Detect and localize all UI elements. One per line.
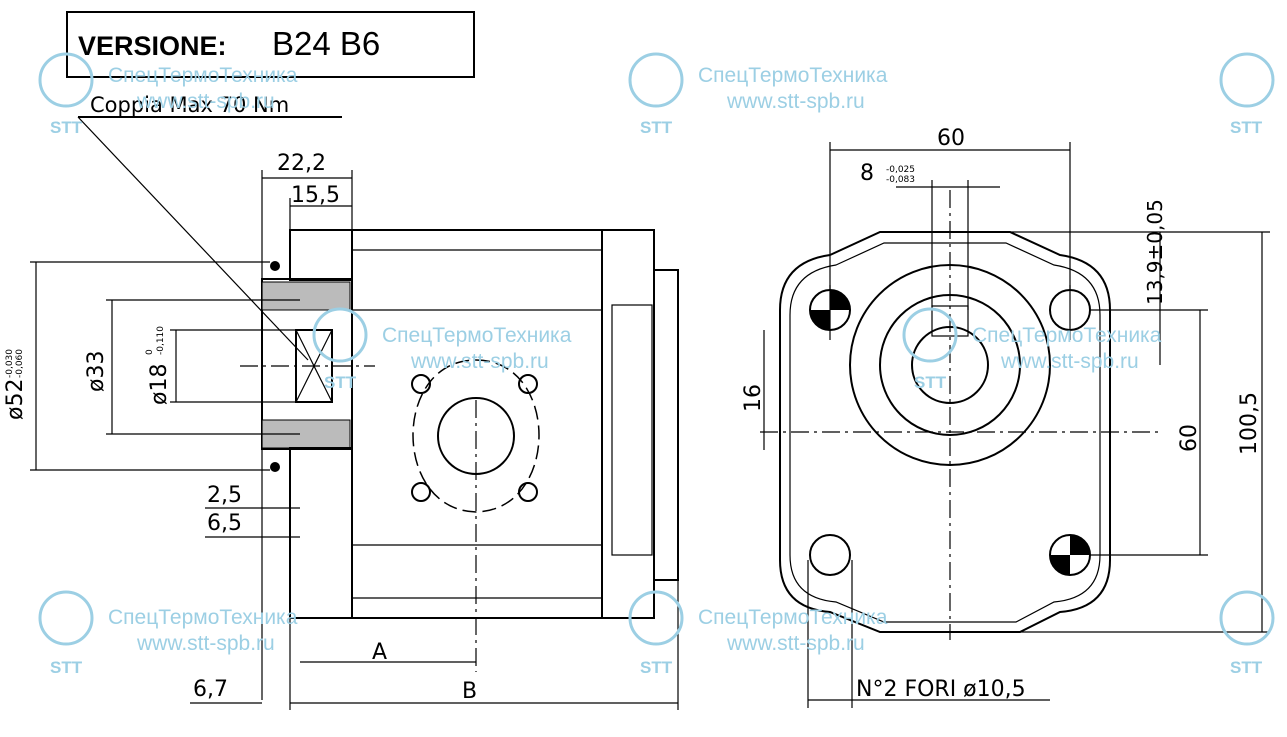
pump-body xyxy=(351,229,603,619)
watermark-logo-icon xyxy=(902,307,958,363)
watermark-logo-icon xyxy=(628,52,684,108)
watermark-logo-icon xyxy=(1219,52,1275,108)
hole-marker-br xyxy=(1050,535,1090,575)
dim-dia-52-tol-upper: -0,030 xyxy=(5,349,15,378)
version-value: B24 B6 xyxy=(272,25,380,62)
title-frame xyxy=(66,11,475,78)
dim-A: A xyxy=(372,640,387,665)
watermark-logo-icon xyxy=(38,590,94,646)
watermark-url: www.stt-spb.ru xyxy=(410,350,549,373)
rear-inner xyxy=(611,304,653,556)
front-view xyxy=(760,190,1160,640)
dim-16: 16 xyxy=(741,384,766,412)
dim-dia-33: ø33 xyxy=(84,351,109,392)
dim-6-5: 6,5 xyxy=(207,511,242,536)
watermark-logo-text: STT xyxy=(640,658,673,677)
seal-dot-bottom xyxy=(270,462,280,472)
dim-key-8-tol-upper: -0,025 xyxy=(886,165,915,175)
watermark-logo-text: STT xyxy=(1230,118,1263,137)
dim-key-8-tol-lower: -0,083 xyxy=(886,175,915,185)
dim-60-right: 60 xyxy=(1177,424,1202,452)
side-view xyxy=(240,229,679,672)
version-label: VERSIONE: xyxy=(78,31,227,61)
torque-leader-line xyxy=(77,116,309,361)
dim-dia-52-tol-lower: -0,060 xyxy=(15,349,25,378)
watermark-company: СпецТермоТехника xyxy=(972,324,1162,347)
watermark-company: СпецТермоТехника xyxy=(698,606,888,629)
watermark-logo-icon xyxy=(38,52,94,108)
port-bolt-2 xyxy=(518,374,538,394)
watermark-logo-text: STT xyxy=(50,118,83,137)
watermark-bc: STT СпецТермоТехника www.stt-spb.ru xyxy=(628,590,888,677)
flange-lower-body xyxy=(289,447,353,619)
mount-hole-bottom-left xyxy=(809,534,851,576)
title-block: VERSIONE: B24 B6 xyxy=(66,11,475,78)
flange-hatch-bottom xyxy=(261,419,351,449)
watermark-url: www.stt-spb.ru xyxy=(136,90,275,113)
watermark-logo-icon xyxy=(1219,590,1275,646)
watermark-url: www.stt-spb.ru xyxy=(1000,350,1139,373)
watermark-logo-text: STT xyxy=(914,373,947,392)
port-bolt-1 xyxy=(411,374,431,394)
dim-dia-18-tol-upper: 0 xyxy=(145,349,155,355)
dim-key-8: 8 xyxy=(860,161,874,186)
front-view-dimensions: 60 8 -0,025 -0,083 13,9±0,05 16 60 100,5… xyxy=(741,126,1270,708)
watermark-logo-icon xyxy=(312,307,368,363)
watermark-url: www.stt-spb.ru xyxy=(136,632,275,655)
housing-outline xyxy=(779,231,1111,633)
holes-note: N°2 FORI ø10,5 xyxy=(856,677,1026,702)
dim-dia-18: ø18 xyxy=(147,364,172,405)
dim-60-top: 60 xyxy=(937,126,965,151)
dim-B: B xyxy=(462,679,477,704)
seal-dot-top xyxy=(270,261,280,271)
watermark-company: СпецТермоТехника xyxy=(108,64,298,87)
dim-6-7: 6,7 xyxy=(193,677,228,702)
rear-end xyxy=(653,269,679,581)
dim-13-9: 13,9±0,05 xyxy=(1143,199,1167,305)
watermark-logo-text: STT xyxy=(324,373,357,392)
torque-note: Coppia Max 70 Nm xyxy=(90,93,289,117)
port-bolt-4 xyxy=(518,482,538,502)
watermark-company: СпецТермоТехника xyxy=(382,324,572,347)
watermark-company: СпецТермоТехника xyxy=(108,606,298,629)
dim-dia-18-tol-lower: -0,110 xyxy=(156,326,166,355)
dim-dia-52: ø52 xyxy=(3,379,28,420)
watermark-br: STT xyxy=(1219,590,1275,677)
housing-inner-outline xyxy=(789,242,1101,623)
watermark-url: www.stt-spb.ru xyxy=(726,90,865,113)
watermark-url: www.stt-spb.ru xyxy=(726,632,865,655)
rear-cover xyxy=(601,229,655,619)
flange-upper-ear xyxy=(289,229,353,281)
port-bolt-3 xyxy=(411,482,431,502)
flange-hatch-top xyxy=(261,281,351,311)
dim-100-5: 100,5 xyxy=(1237,392,1262,455)
port-flange-outline xyxy=(412,359,540,513)
watermark-tl: STT СпецТермоТехника www.stt-spb.ru xyxy=(38,52,298,137)
watermark-logo-text: STT xyxy=(640,118,673,137)
watermark-mr: STT СпецТермоТехника www.stt-spb.ru xyxy=(902,307,1162,392)
watermark-logo-text: STT xyxy=(50,658,83,677)
dim-15-5: 15,5 xyxy=(291,183,340,208)
watermark-tc: STT СпецТермоТехника www.stt-spb.ru xyxy=(628,52,888,137)
watermark-company: СпецТермоТехника xyxy=(698,64,888,87)
watermark-logo-icon xyxy=(628,590,684,646)
watermark-tr: STT xyxy=(1219,52,1275,137)
watermark-bl: STT СпецТермоТехника www.stt-spb.ru xyxy=(38,590,298,677)
watermark-ml: STT СпецТермоТехника www.stt-spb.ru xyxy=(312,307,572,392)
dim-22-2: 22,2 xyxy=(277,151,326,176)
watermark-logo-text: STT xyxy=(1230,658,1263,677)
dim-2-5: 2,5 xyxy=(207,483,242,508)
side-view-dimensions: 22,2 15,5 ø52 -0,030 -0,060 ø33 ø18 0 -0… xyxy=(3,151,679,710)
